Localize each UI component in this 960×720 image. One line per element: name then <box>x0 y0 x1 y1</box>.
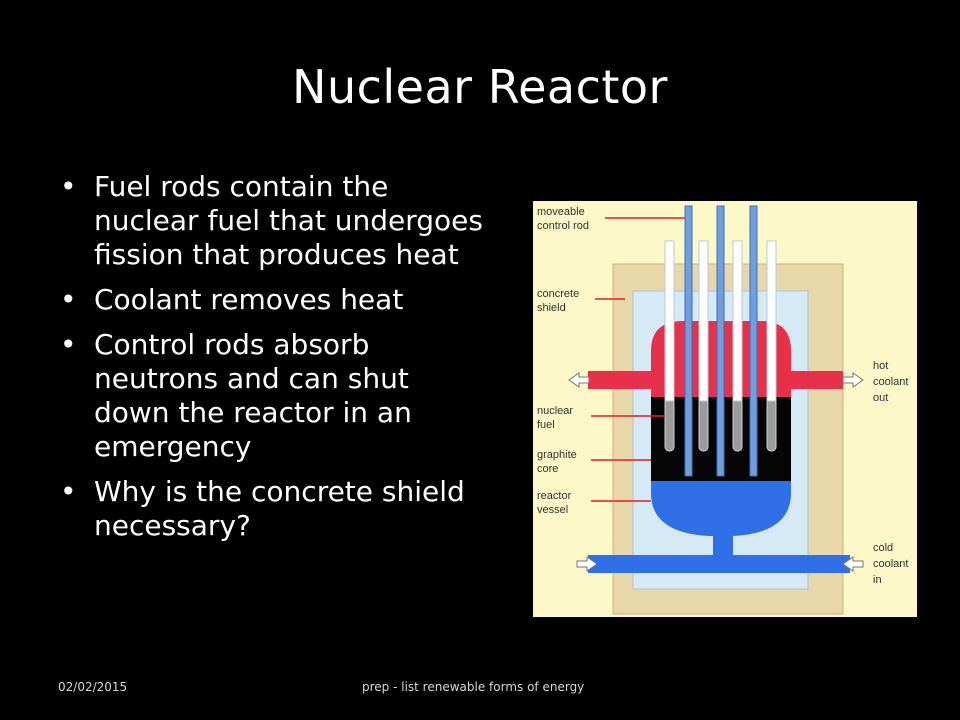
label-vessel-1: reactor <box>537 490 572 502</box>
cold-coolant-bowl <box>651 481 791 536</box>
bullet-text: Fuel rods contain the nuclear fuel that … <box>94 170 483 271</box>
reactor-diagram-svg: moveable control rod concrete shield nuc… <box>533 201 917 617</box>
control-rod-guide <box>664 240 675 402</box>
footer-date: 02/02/2015 <box>58 680 128 694</box>
bullet-item: • Fuel rods contain the nuclear fuel that… <box>52 170 492 272</box>
footer-note: prep - list renewable forms of energy <box>362 680 585 694</box>
label-hot-1: hot <box>873 360 888 372</box>
bullet-text: Control rods absorb neutrons and can shu… <box>94 328 412 463</box>
label-vessel-2: vessel <box>537 504 568 516</box>
cold-in-arrow-right <box>842 556 864 572</box>
label-fuel-1: nuclear <box>537 405 573 417</box>
control-rod <box>716 205 725 477</box>
label-hot-2: coolant <box>873 376 908 388</box>
bullet-item: • Coolant removes heat <box>52 283 492 317</box>
control-rod-guide <box>698 240 709 402</box>
label-graphite-1: graphite <box>537 449 577 461</box>
hot-out-arrow-right <box>842 372 864 388</box>
label-shield-2: shield <box>537 302 566 314</box>
fuel-rod <box>698 398 709 452</box>
reactor-diagram: moveable control rod concrete shield nuc… <box>533 201 917 617</box>
cold-in-arrow-left <box>576 556 598 572</box>
label-shield-1: concrete <box>537 288 579 300</box>
label-cold-2: coolant <box>873 558 908 570</box>
label-control-rod-1: moveable <box>537 206 585 218</box>
control-rod-guide <box>732 240 743 402</box>
hot-coolant-pipe-right <box>788 371 843 389</box>
fuel-rod <box>664 398 675 452</box>
label-cold-3: in <box>873 574 882 586</box>
control-rod <box>684 205 693 477</box>
control-rod <box>749 205 758 477</box>
cold-coolant-pipe <box>588 555 850 573</box>
control-rod-guide <box>766 240 777 402</box>
bullet-text: Why is the concrete shield necessary? <box>94 475 465 542</box>
bullet-list: • Fuel rods contain the nuclear fuel that… <box>52 170 492 554</box>
bullet-dot: • <box>60 475 77 508</box>
slide-title: Nuclear Reactor <box>292 60 668 114</box>
cold-coolant-stem <box>713 536 733 558</box>
fuel-rod <box>732 398 743 452</box>
label-control-rod-2: control rod <box>537 220 589 232</box>
bullet-text: Coolant removes heat <box>94 283 404 316</box>
label-cold-1: cold <box>873 542 893 554</box>
fuel-rod <box>766 398 777 452</box>
label-fuel-2: fuel <box>537 419 555 431</box>
label-graphite-2: core <box>537 463 558 475</box>
hot-coolant-pipe-left <box>588 371 658 389</box>
bullet-dot: • <box>60 170 77 203</box>
bullet-dot: • <box>60 328 77 361</box>
hot-out-arrow-left <box>568 372 590 388</box>
bullet-dot: • <box>60 283 77 316</box>
label-hot-3: out <box>873 392 888 404</box>
bullet-item: • Control rods absorb neutrons and can sh… <box>52 328 492 464</box>
bullet-item: • Why is the concrete shield necessary? <box>52 475 492 543</box>
